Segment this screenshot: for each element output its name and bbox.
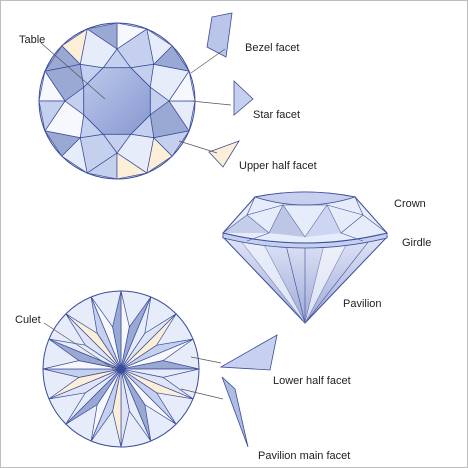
upper-half-facet-shape [208, 140, 240, 168]
label-bezel-facet: Bezel facet [245, 42, 299, 54]
label-table: Table [19, 34, 45, 46]
crown-facets [38, 22, 196, 180]
bezel-facet-shape [206, 12, 233, 58]
leader-lines [40, 42, 232, 400]
label-culet: Culet [15, 314, 41, 326]
pavilion-facets [42, 290, 200, 448]
pavilion-main-facet-shape [221, 376, 249, 448]
label-lower-half-facet: Lower half facet [273, 375, 351, 387]
star-facet-shape [233, 80, 254, 116]
label-girdle: Girdle [402, 237, 431, 249]
label-upper-half-facet: Upper half facet [239, 160, 317, 172]
lower-half-facet-shape [219, 334, 278, 371]
crown-top-view [38, 22, 196, 180]
table-facet [83, 67, 151, 135]
label-crown: Crown [394, 198, 426, 210]
pavilion-bottom-view [42, 290, 200, 448]
label-pavilion-main-facet: Pavilion main facet [258, 450, 350, 462]
label-pavilion: Pavilion [343, 298, 382, 310]
diamond-side-view [221, 191, 389, 324]
label-star-facet: Star facet [253, 109, 300, 121]
